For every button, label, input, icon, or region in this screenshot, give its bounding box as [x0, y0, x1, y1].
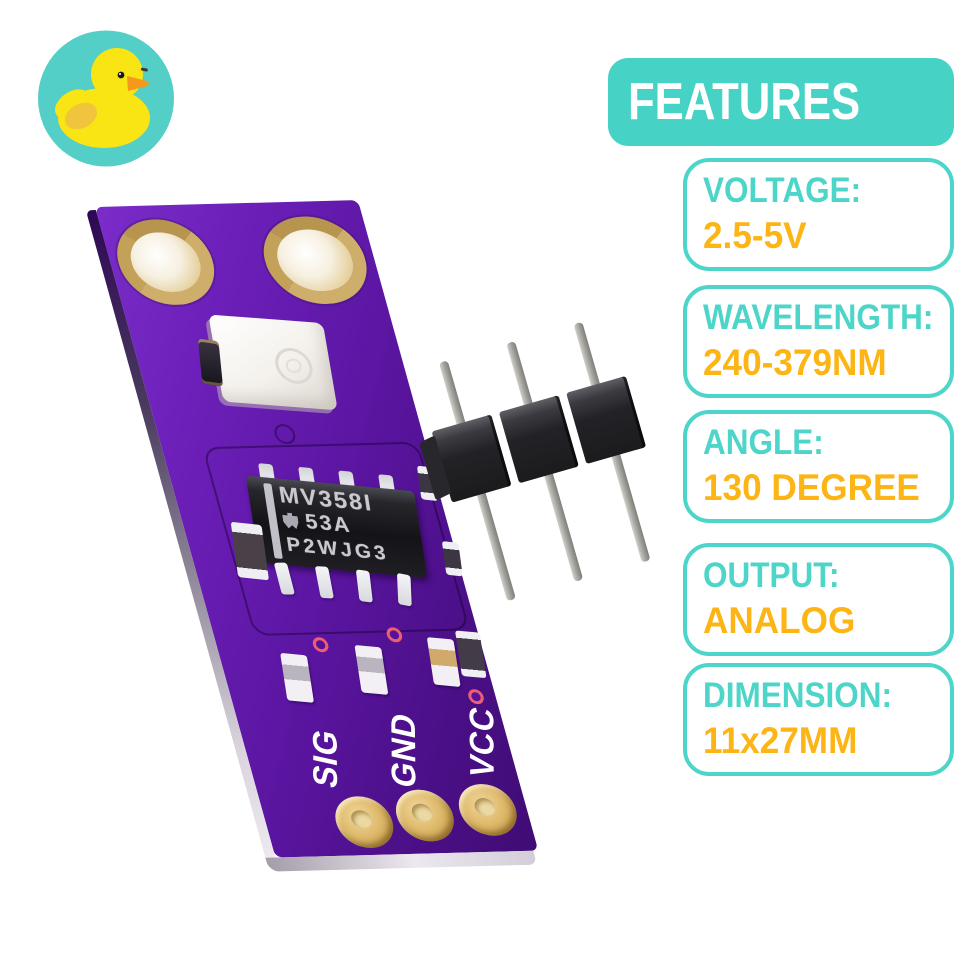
smd-component [454, 630, 487, 679]
feature-box-dimension: DIMENSION: 11x27MM [683, 663, 954, 776]
feature-box-output: OUTPUT: ANALOG [683, 543, 954, 656]
feature-box-wavelength: WAVELENGTH: 240-379NM [683, 285, 954, 398]
brand-logo [38, 30, 175, 167]
feature-value: 240-379NM [703, 342, 887, 383]
feature-value: ANALOG [703, 600, 856, 641]
sensor-die-mark [269, 345, 319, 387]
smd-capacitor [426, 637, 461, 687]
chip-pin [273, 562, 296, 595]
pin-label-sig: SIG [305, 724, 345, 792]
sensor-side-pins [197, 338, 224, 387]
solder-pad-gnd [389, 789, 461, 843]
opamp-chip: MV358I 53A P2WJG3 [244, 462, 434, 622]
mounting-hole-left [106, 218, 225, 307]
feature-label: ANGLE: [703, 423, 824, 462]
feature-label: OUTPUT: [703, 556, 840, 595]
feature-label: WAVELENGTH: [703, 298, 934, 337]
chip-pin [396, 572, 412, 607]
feature-label: DIMENSION: [703, 676, 892, 715]
chip-pin [355, 569, 373, 603]
smd-resistor [280, 652, 315, 703]
silkscreen-circle [272, 423, 298, 445]
feature-box-angle: ANGLE: 130 DEGREE [683, 410, 954, 523]
solder-pad-vcc [452, 783, 523, 837]
smd-component [441, 541, 463, 577]
duck-icon [38, 30, 174, 167]
solder-pad-sig [329, 795, 400, 849]
via-hole [466, 689, 486, 705]
smd-resistor [354, 644, 389, 695]
feature-value: 11x27MM [703, 720, 858, 761]
pin-label-gnd: GND [383, 708, 423, 792]
mounting-hole-right [253, 215, 378, 306]
header-housing [431, 414, 512, 503]
feature-value: 130 DEGREE [703, 467, 920, 508]
feature-value: 2.5-5V [703, 215, 807, 256]
feature-label: VOLTAGE: [703, 171, 862, 210]
via-hole [311, 637, 331, 653]
features-header: FEATURES [608, 58, 954, 146]
feature-box-voltage: VOLTAGE: 2.5-5V [683, 158, 954, 271]
chip-body: MV358I 53A P2WJG3 [245, 475, 428, 579]
features-title: FEATURES [628, 73, 861, 131]
header-housing [498, 395, 579, 484]
uv-photodiode-component [197, 314, 338, 411]
chip-pin [314, 566, 334, 599]
header-housing [566, 375, 647, 465]
pin-label-vcc: VCC [462, 702, 501, 782]
ti-logo-mark [282, 512, 300, 529]
